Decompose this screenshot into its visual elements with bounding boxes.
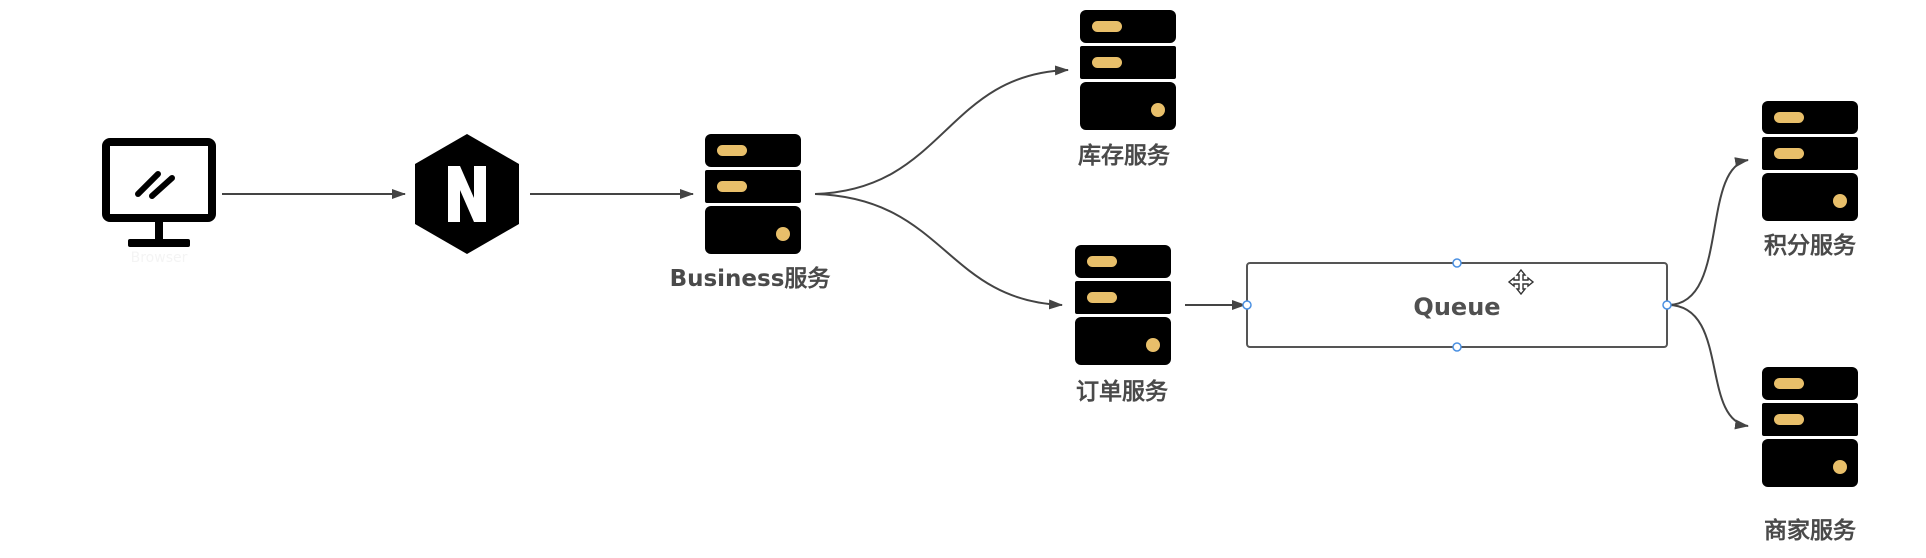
client-label: Browser (131, 250, 188, 266)
monitor-icon (102, 138, 216, 247)
edge-queue-to-points (1667, 157, 1749, 306)
order-service-label: 订单服务 (1076, 379, 1169, 405)
inventory-server-icon (1080, 10, 1176, 130)
business-server-icon (705, 134, 801, 254)
points-service-label: 积分服务 (1764, 233, 1857, 259)
edge-queue-to-merchant (1667, 304, 1749, 430)
order-server-icon (1075, 245, 1171, 365)
selection-handle-bottom[interactable] (1452, 342, 1462, 352)
selection-handle-right[interactable] (1662, 300, 1672, 310)
nginx-icon (415, 134, 519, 254)
queue-node[interactable]: Queue (1242, 258, 1672, 352)
selection-handle-left[interactable] (1242, 300, 1252, 310)
business-service-label: Business服务 (670, 266, 832, 292)
selection-handle-top[interactable] (1452, 258, 1462, 268)
edge-business-to-inventory (814, 65, 1069, 195)
edge-business-to-order (814, 193, 1063, 310)
merchant-server-icon (1762, 367, 1858, 487)
edges (222, 65, 1749, 430)
merchant-service-label: 商家服务 (1764, 517, 1857, 544)
inventory-service-label: 库存服务 (1078, 142, 1171, 169)
points-server-icon (1762, 101, 1858, 221)
queue-label: Queue (1413, 293, 1500, 321)
move-cursor-icon (1507, 268, 1535, 296)
